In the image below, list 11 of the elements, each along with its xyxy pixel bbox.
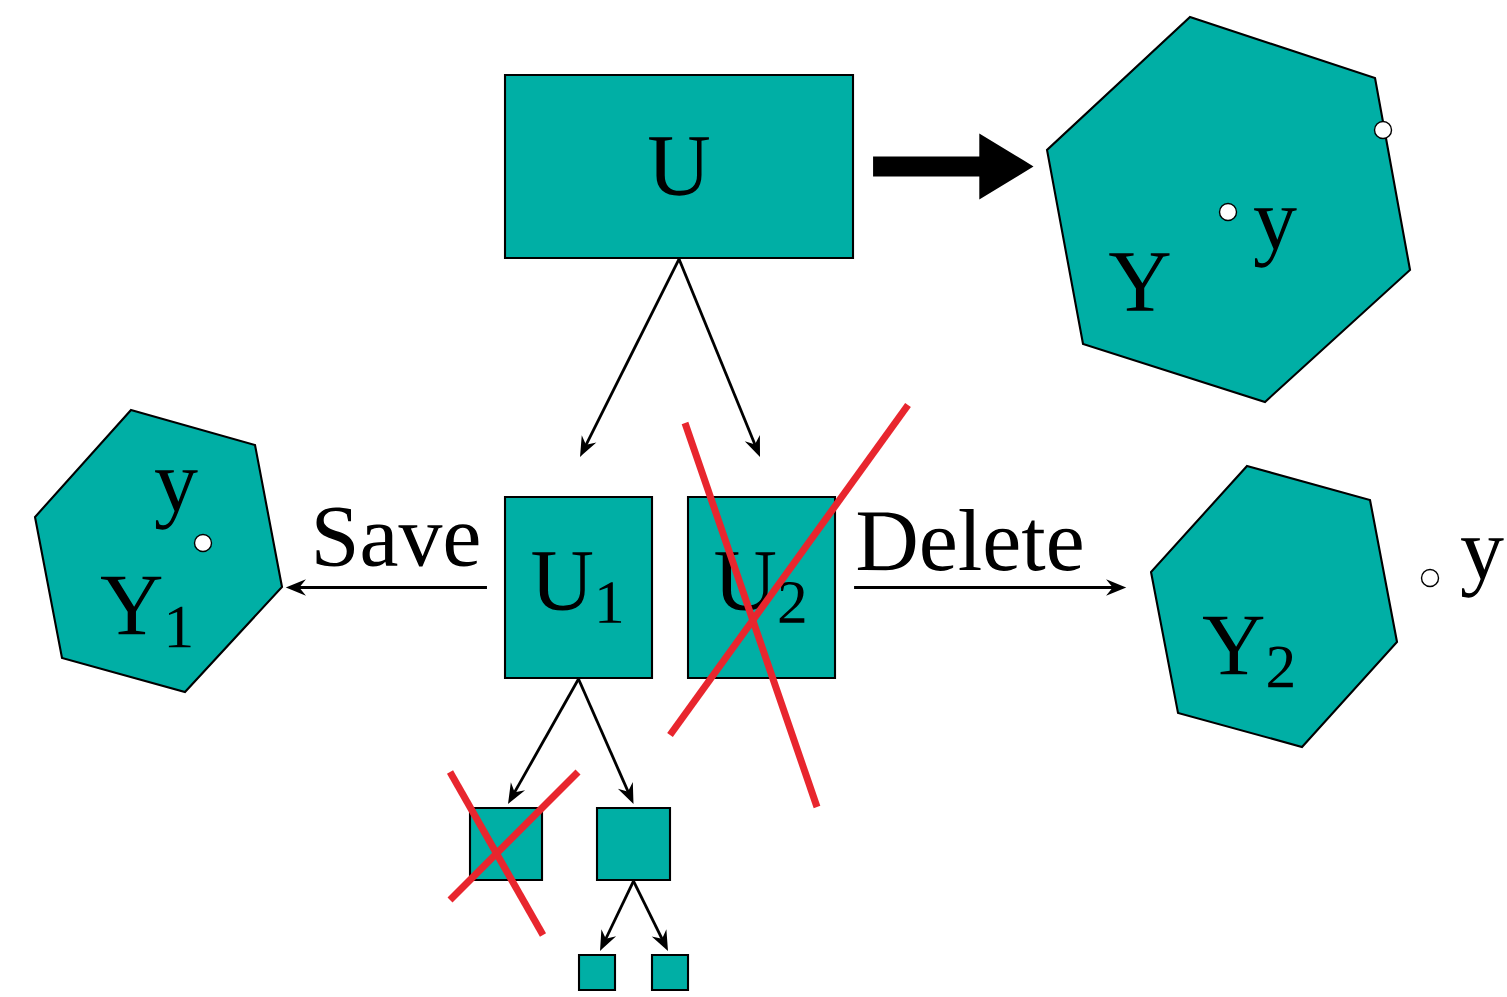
hexagon: Y y: [1045, 15, 1412, 404]
edge-label: Save: [307, 503, 485, 571]
square-box: [595, 806, 672, 882]
edge-label: Delete: [851, 505, 1089, 575]
text-box: U$_{1}$: [503, 495, 654, 680]
square-box: [577, 953, 617, 992]
hexagon: Y$_{2}$: [1149, 464, 1399, 749]
square-box: [650, 953, 690, 992]
text-box: U: [503, 73, 855, 260]
beside-label: y: [1461, 538, 1504, 598]
hexagon: y Y$_{1}$: [33, 408, 284, 694]
